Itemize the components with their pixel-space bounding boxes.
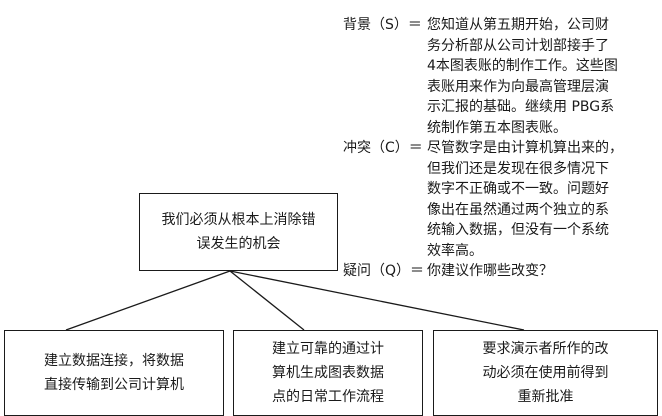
child-2-line-1: 建立可靠的通过计: [272, 341, 384, 357]
complication-line-5: 统输入数据，但没有一个系统: [427, 222, 609, 238]
root-line-1: 我们必须从根本上消除错: [161, 212, 316, 228]
background-line-6: 统制作第五本图表账。: [427, 119, 567, 136]
child-1-line-2: 直接传输到公司计算机: [44, 377, 184, 393]
root-box: 我们必须从根本上消除错 误发生的机会: [139, 193, 338, 271]
complication-line-1: 尽管数字是由计算机算出来的，: [427, 140, 623, 156]
question-line-1: 你建议作哪些改变？: [427, 263, 553, 279]
question-label: 疑问（Q）＝: [343, 263, 425, 279]
complication-line-2: 但我们还是发现在很多情况下: [427, 160, 609, 177]
background-line-5: 示汇报的基础。继续用 PBG系: [427, 99, 615, 115]
background-line-4: 表账用来作为向最高管理层演: [427, 78, 609, 95]
background-line-3: 4本图表账的制作工作。这些图: [427, 58, 618, 74]
child-3-line-2: 动必须在使用前得到: [482, 365, 609, 381]
complication-line-3: 数字不正确或不一致。问题好: [427, 181, 609, 197]
background-label: 背景（S）＝: [343, 17, 422, 33]
child-box-2: 建立可靠的通过计 算机生成图表数据 点的日常工作流程: [233, 330, 423, 416]
child-2-line-2: 算机生成图表数据: [272, 365, 384, 381]
child-2-line-3: 点的日常工作流程: [272, 389, 384, 405]
complication-line-4: 像出在虽然通过两个独立的系: [427, 201, 609, 218]
background-line-2: 务分析部从公司计划部接手了: [427, 37, 609, 54]
child-box-1: 建立数据连接，将数据 直接传输到公司计算机: [4, 330, 224, 416]
complication-label: 冲突（C）＝: [343, 140, 423, 156]
child-1-line-1: 建立数据连接，将数据: [44, 353, 184, 369]
child-3-line-3: 重新批准: [517, 389, 574, 405]
complication-line-6: 效率高。: [427, 242, 483, 259]
connector-child-2: [229, 270, 305, 331]
child-3-line-1: 要求演示者所作的改: [482, 341, 609, 357]
connector-child-3: [229, 270, 525, 331]
connector-child-1: [65, 270, 231, 331]
root-line-2: 误发生的机会: [196, 236, 281, 252]
background-line-1: 您知道从第五期开始，公司财: [427, 17, 609, 33]
child-box-3: 要求演示者所作的改 动必须在使用前得到 重新批准: [433, 330, 658, 416]
